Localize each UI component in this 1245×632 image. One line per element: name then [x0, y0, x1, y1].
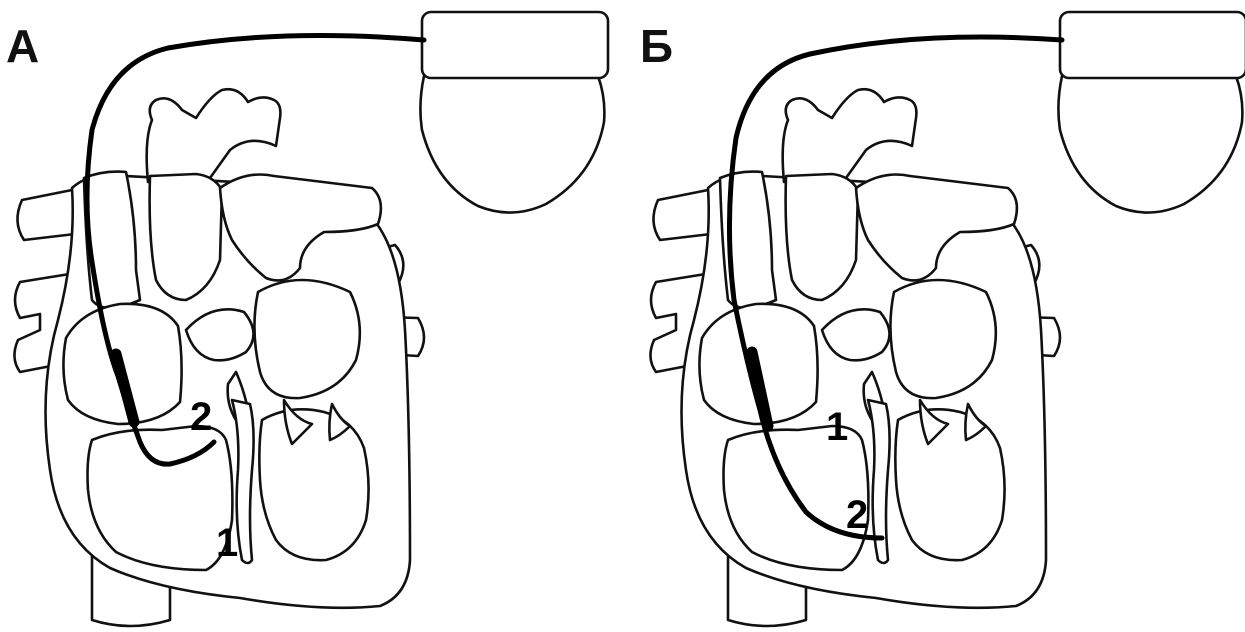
panel-b-letter: Б: [640, 20, 673, 72]
panel-b-site-1-label: 1: [826, 405, 848, 449]
panel-a-site-2-label: 2: [190, 395, 212, 439]
panel-b: Б 1 2: [640, 12, 1245, 626]
panel-a-site-1-label: 1: [216, 521, 238, 565]
panel-a-letter: А: [6, 20, 39, 72]
panel-b-pacemaker: [1058, 12, 1245, 213]
panel-a-pacemaker: [420, 12, 608, 213]
panel-b-site-2-label: 2: [846, 493, 868, 537]
panel-b-heart: [650, 89, 1060, 626]
panel-a: А 2 1: [6, 12, 608, 626]
